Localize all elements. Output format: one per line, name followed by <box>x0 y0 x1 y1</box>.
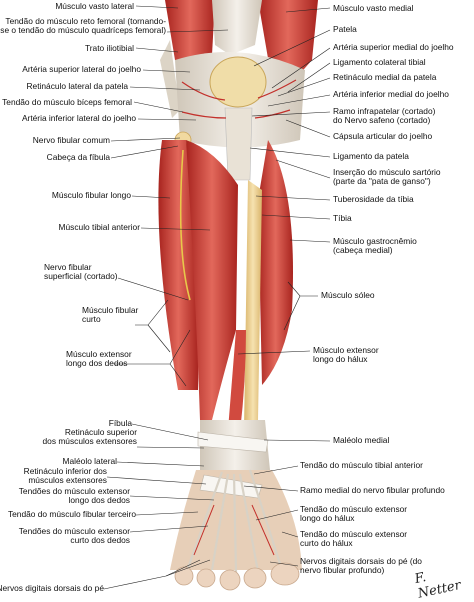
label-ramo-infrapatelar: Ramo infrapatelar (cortado) do Nervo saf… <box>333 106 436 126</box>
label-lig-col-tibial: Ligamento colateral tibial <box>333 57 426 67</box>
label-maleolo-med: Maléolo medial <box>333 435 390 445</box>
label-digitais-pe: Nervos digitais dorsais do pé <box>0 583 104 593</box>
label-tibial-anterior: Músculo tibial anterior <box>58 222 140 232</box>
label-capsula: Cápsula articular do joelho <box>333 131 433 141</box>
label-gastrocnemio: Músculo gastrocnêmio (cabeça medial) <box>333 236 417 256</box>
label-soleo: Músculo sóleo <box>321 290 375 300</box>
label-retin-sup: Retináculo superior dos músculos extenso… <box>42 427 138 447</box>
label-fibula: Fíbula <box>108 418 132 428</box>
label-ext-longo-dedos: Músculo extensor longo dos dedos <box>66 349 132 369</box>
label-tend-ext-longo-dedos: Tendões do músculo extensor longo dos de… <box>18 486 130 506</box>
label-biceps: Tendão do músculo bíceps femoral <box>2 97 132 107</box>
label-retin-med: Retináculo medial da patela <box>333 72 437 82</box>
label-sartorio: Inserção do músculo sartório (parte da "… <box>333 167 441 187</box>
label-art-inf-med: Artéria inferior medial do joelho <box>333 89 449 99</box>
leader-lines-right <box>237 7 331 567</box>
label-retin-inf: Retináculo inferior dos músculos extenso… <box>23 466 107 486</box>
label-vasto-medial: Músculo vasto medial <box>333 3 414 13</box>
leader-lines-left <box>103 5 229 590</box>
label-patela: Patela <box>333 24 357 34</box>
label-tend-ext-curto-dedos: Tendões do músculo extensor curto dos de… <box>18 526 130 546</box>
label-tuberosidade: Tuberosidade da tíbia <box>333 194 414 204</box>
label-tibia: Tíbia <box>333 213 352 223</box>
label-trato-iliotibial: Trato iliotibial <box>84 43 134 53</box>
label-maleolo-lat: Maléolo lateral <box>62 456 117 466</box>
patella <box>209 56 267 108</box>
label-fibular-longo: Músculo fibular longo <box>51 190 131 200</box>
ankle-foot <box>170 420 302 591</box>
label-art-sup-lat: Artéria superior lateral do joelho <box>22 64 141 74</box>
label-retin-lat: Retináculo lateral da patela <box>26 81 129 91</box>
label-ext-longo-halux: Músculo extensor longo do hálux <box>313 345 379 365</box>
label-tend-tibial-ant: Tendão do músculo tibial anterior <box>300 460 423 470</box>
lower-leg-muscles <box>158 140 293 432</box>
label-fibular-comum: Nervo fibular comum <box>32 135 110 145</box>
label-ramo-medial-fib: Ramo medial do nervo fibular profundo <box>300 485 445 495</box>
label-cabeca-fibula: Cabeça da fíbula <box>46 152 110 162</box>
label-tend-ext-curto-halux: Tendão do músculo extensor curto do hálu… <box>300 529 408 549</box>
label-fibular-curto: Músculo fibular curto <box>82 305 139 325</box>
label-reto-femoral: Tendão do músculo reto femoral (tornando… <box>0 16 166 36</box>
label-lig-patela: Ligamento da patela <box>333 151 409 161</box>
label-tend-ext-longo-halux: Tendão do músculo extensor longo do hálu… <box>300 504 408 524</box>
label-art-inf-lat: Artéria inferior lateral do joelho <box>21 113 136 123</box>
label-art-sup-med: Artéria superior medial do joelho <box>333 42 454 52</box>
label-fibular-superficial: Nervo fibular superficial (cortado) <box>44 262 118 282</box>
label-vasto-lateral: Músculo vasto lateral <box>55 1 134 11</box>
thigh-muscles <box>160 0 318 118</box>
label-fibular-terceiro: Tendão do músculo fibular terceiro <box>7 509 136 519</box>
label-digitais-pe-r: Nervos digitais dorsais do pé (do nervo … <box>300 556 422 576</box>
